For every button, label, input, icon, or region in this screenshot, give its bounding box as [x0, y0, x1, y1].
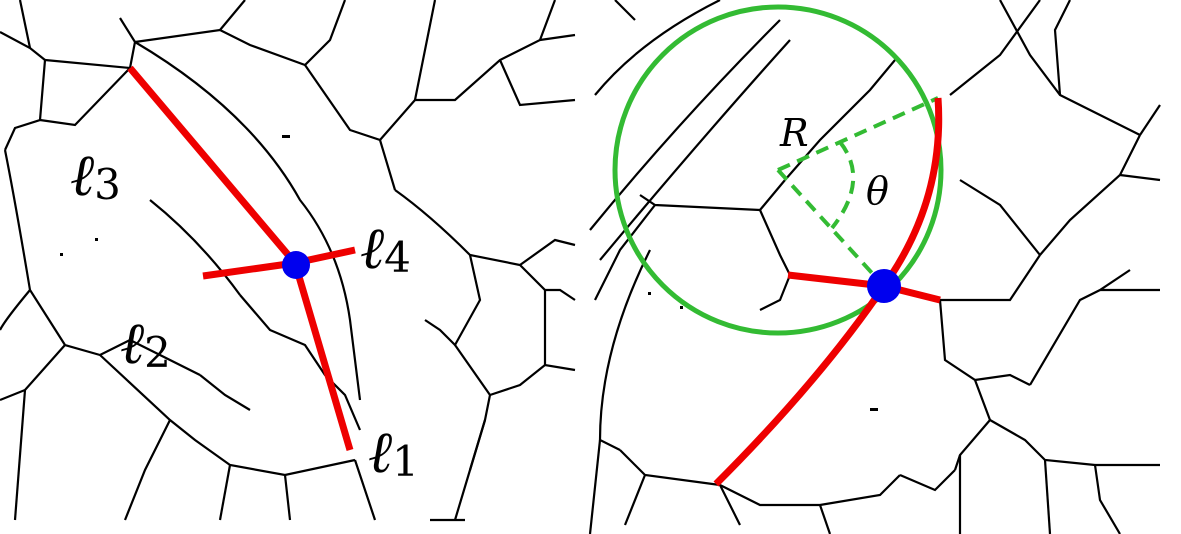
right-specks [648, 292, 878, 411]
label-l2: ℓ2 [120, 309, 171, 377]
left-specks [60, 135, 290, 256]
label-l1: ℓ1 [368, 418, 419, 486]
left-panel: ℓ3 ℓ4 ℓ2 ℓ1 [0, 0, 576, 522]
curved-edge-lower [713, 284, 887, 487]
right-panel: R θ [588, 0, 1161, 534]
angle-arc [830, 140, 856, 230]
edge-l1 [291, 262, 354, 451]
edge-l3 [127, 65, 298, 266]
construction-circle [612, 4, 944, 336]
label-l4: ℓ4 [360, 214, 411, 282]
edge-l2 [202, 259, 296, 280]
radius-dash-lower [776, 168, 884, 286]
right-highlighted-edges [713, 97, 943, 487]
left-cell-network [0, 0, 576, 522]
angle-label: θ [866, 169, 889, 213]
left-highlighted-edges [127, 65, 356, 451]
construction-dashes [776, 96, 939, 286]
radius-label: R [779, 111, 809, 155]
junction-point-left [282, 251, 310, 279]
junction-point-right [867, 269, 901, 303]
curved-edge-upper [881, 97, 943, 289]
radius-dash-upper [777, 96, 939, 172]
label-l3: ℓ3 [70, 141, 121, 209]
right-cell-network [588, 0, 1161, 534]
